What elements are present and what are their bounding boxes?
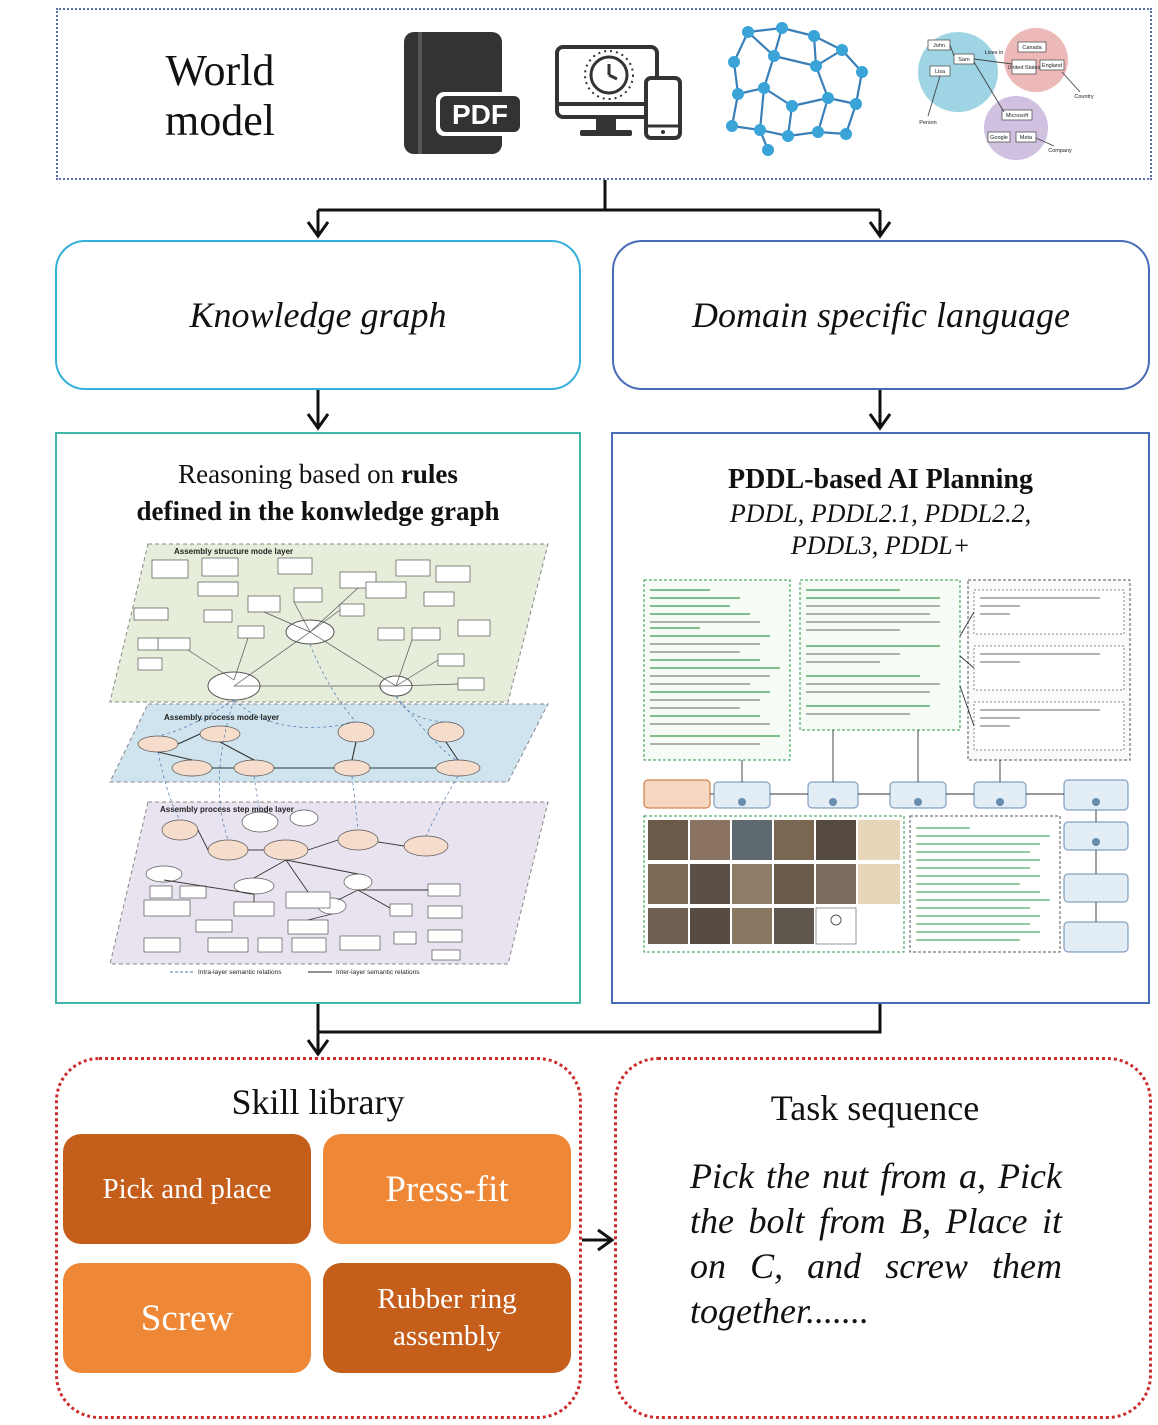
skill-label: Rubber ring <box>377 1283 517 1315</box>
kg-legend-intra: Intra-layer semantic relations <box>198 969 282 976</box>
skill-label: Pick and place <box>102 1172 272 1205</box>
pddl-title: PDDL-based AI Planning <box>728 464 1033 495</box>
world-model-box <box>56 8 1152 180</box>
knowledge-graph-box: Knowledge graph <box>55 240 581 390</box>
pdf-label: PDF <box>452 99 508 130</box>
skill-label: Press-fit <box>385 1168 509 1210</box>
skill-rubber-ring-assembly: Rubber ring assembly <box>323 1263 571 1373</box>
pddl-subtitle-1: PDDL, PDDL2.1, PDDL2.2, <box>729 499 1032 528</box>
network-graph-icon <box>726 22 868 156</box>
kg-layered-diagram: Assembly structure mode layer Assembly p… <box>109 543 549 976</box>
dsl-box: Domain specific language <box>612 240 1150 390</box>
kg-thumb-label: Country <box>1074 94 1094 100</box>
world-model-title: World model <box>165 46 275 145</box>
kg-thumb-node: Canada <box>1022 45 1042 51</box>
kg-thumb-label: Lives in <box>985 50 1004 56</box>
kg-reasoning-panel <box>55 432 581 1004</box>
kg-caption-line2: defined in the konwledge graph <box>136 496 500 526</box>
kg-panel-caption: Reasoning based on rules defined in the … <box>58 456 578 530</box>
knowledge-graph-thumbnail: John Sam Lisa Canada United States Engla… <box>918 28 1094 160</box>
kg-thumb-node: Lisa <box>935 69 946 75</box>
task-sequence-text: Pick the nut from a, Pick the bolt from … <box>690 1154 1062 1334</box>
kg-thumb-node: Google <box>990 135 1008 141</box>
skill-library-title: Skill library <box>231 1082 405 1122</box>
skill-screw: Screw <box>63 1263 311 1373</box>
kg-caption-bold: rules <box>400 459 458 489</box>
pddl-subtitle-2: PDDL3, PDDL+ <box>790 531 971 560</box>
skill-press-fit: Press-fit <box>323 1134 571 1244</box>
kg-thumb-node: John <box>933 43 945 49</box>
kg-layer-title: Assembly structure mode layer <box>174 547 293 556</box>
kg-thumb-label: Person <box>919 120 936 126</box>
skill-library-box <box>55 1057 582 1419</box>
kg-thumb-label: Company <box>1048 148 1072 154</box>
kg-thumb-node: Microsoft <box>1006 113 1029 119</box>
task-sequence-title: Task sequence <box>770 1088 980 1128</box>
kg-thumb-node: Sam <box>958 57 970 63</box>
pddl-planning-panel <box>611 432 1150 1004</box>
task-sequence-box <box>614 1057 1152 1419</box>
skill-label: Screw <box>140 1297 234 1339</box>
computer-phone-clock-icon <box>555 45 682 140</box>
task-line: Pick the nut from a, Pick <box>690 1156 1062 1196</box>
skill-pick-and-place: Pick and place <box>63 1134 311 1244</box>
task-line: together....... <box>690 1291 869 1331</box>
kg-layer-title: Assembly process mode layer <box>164 713 279 722</box>
kg-caption-normal: Reasoning based on <box>178 459 401 489</box>
kg-thumb-node: United States <box>1007 65 1040 71</box>
task-line: the bolt from B, Place it <box>690 1201 1062 1241</box>
book-pdf-icon: PDF <box>404 32 524 154</box>
pddl-pipeline-figure <box>643 579 1131 953</box>
task-line: on C, and screw them <box>690 1246 1062 1286</box>
kg-thumb-node: England <box>1042 63 1062 69</box>
kg-thumb-node: Meta <box>1020 135 1033 141</box>
skill-label: assembly <box>393 1320 501 1352</box>
kg-layer-title: Assembly process step mode layer <box>160 805 294 814</box>
kg-legend-inter: Inter-layer semantic relations <box>336 969 420 976</box>
dsl-label: Domain specific language <box>692 295 1070 335</box>
knowledge-graph-label: Knowledge graph <box>189 295 447 335</box>
pddl-caption: PDDL-based AI Planning PDDL, PDDL2.1, PD… <box>614 462 1147 562</box>
